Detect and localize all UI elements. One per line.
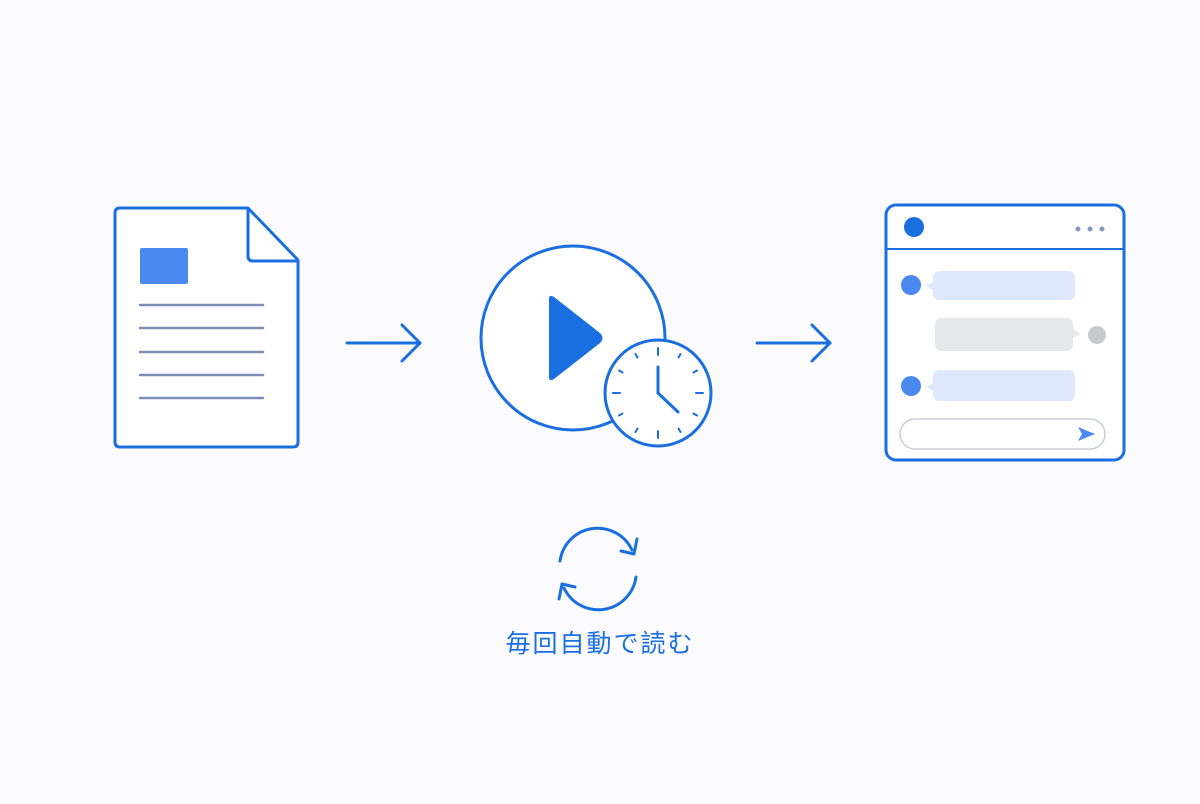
chat-window-icon (884, 203, 1126, 462)
sender-avatar (901, 376, 921, 396)
diagram-caption: 毎回自動で読む (505, 629, 695, 658)
chat-bubble-outgoing (935, 318, 1080, 351)
more-dots-icon (1075, 226, 1105, 232)
arrow-right-icon (755, 323, 832, 363)
avatar (904, 217, 924, 237)
document-image-block (140, 248, 188, 284)
document-text-lines (138, 303, 265, 400)
document-icon (113, 206, 300, 449)
send-icon[interactable] (1078, 427, 1095, 441)
receiver-avatar (1088, 326, 1106, 344)
sender-avatar (901, 275, 921, 295)
clock-icon (603, 338, 713, 448)
message-input[interactable] (899, 418, 1106, 450)
refresh-icon (557, 526, 639, 612)
arrow-right-icon (345, 323, 422, 363)
chat-bubble-incoming (926, 370, 1075, 401)
chat-bubble-incoming (926, 271, 1075, 300)
